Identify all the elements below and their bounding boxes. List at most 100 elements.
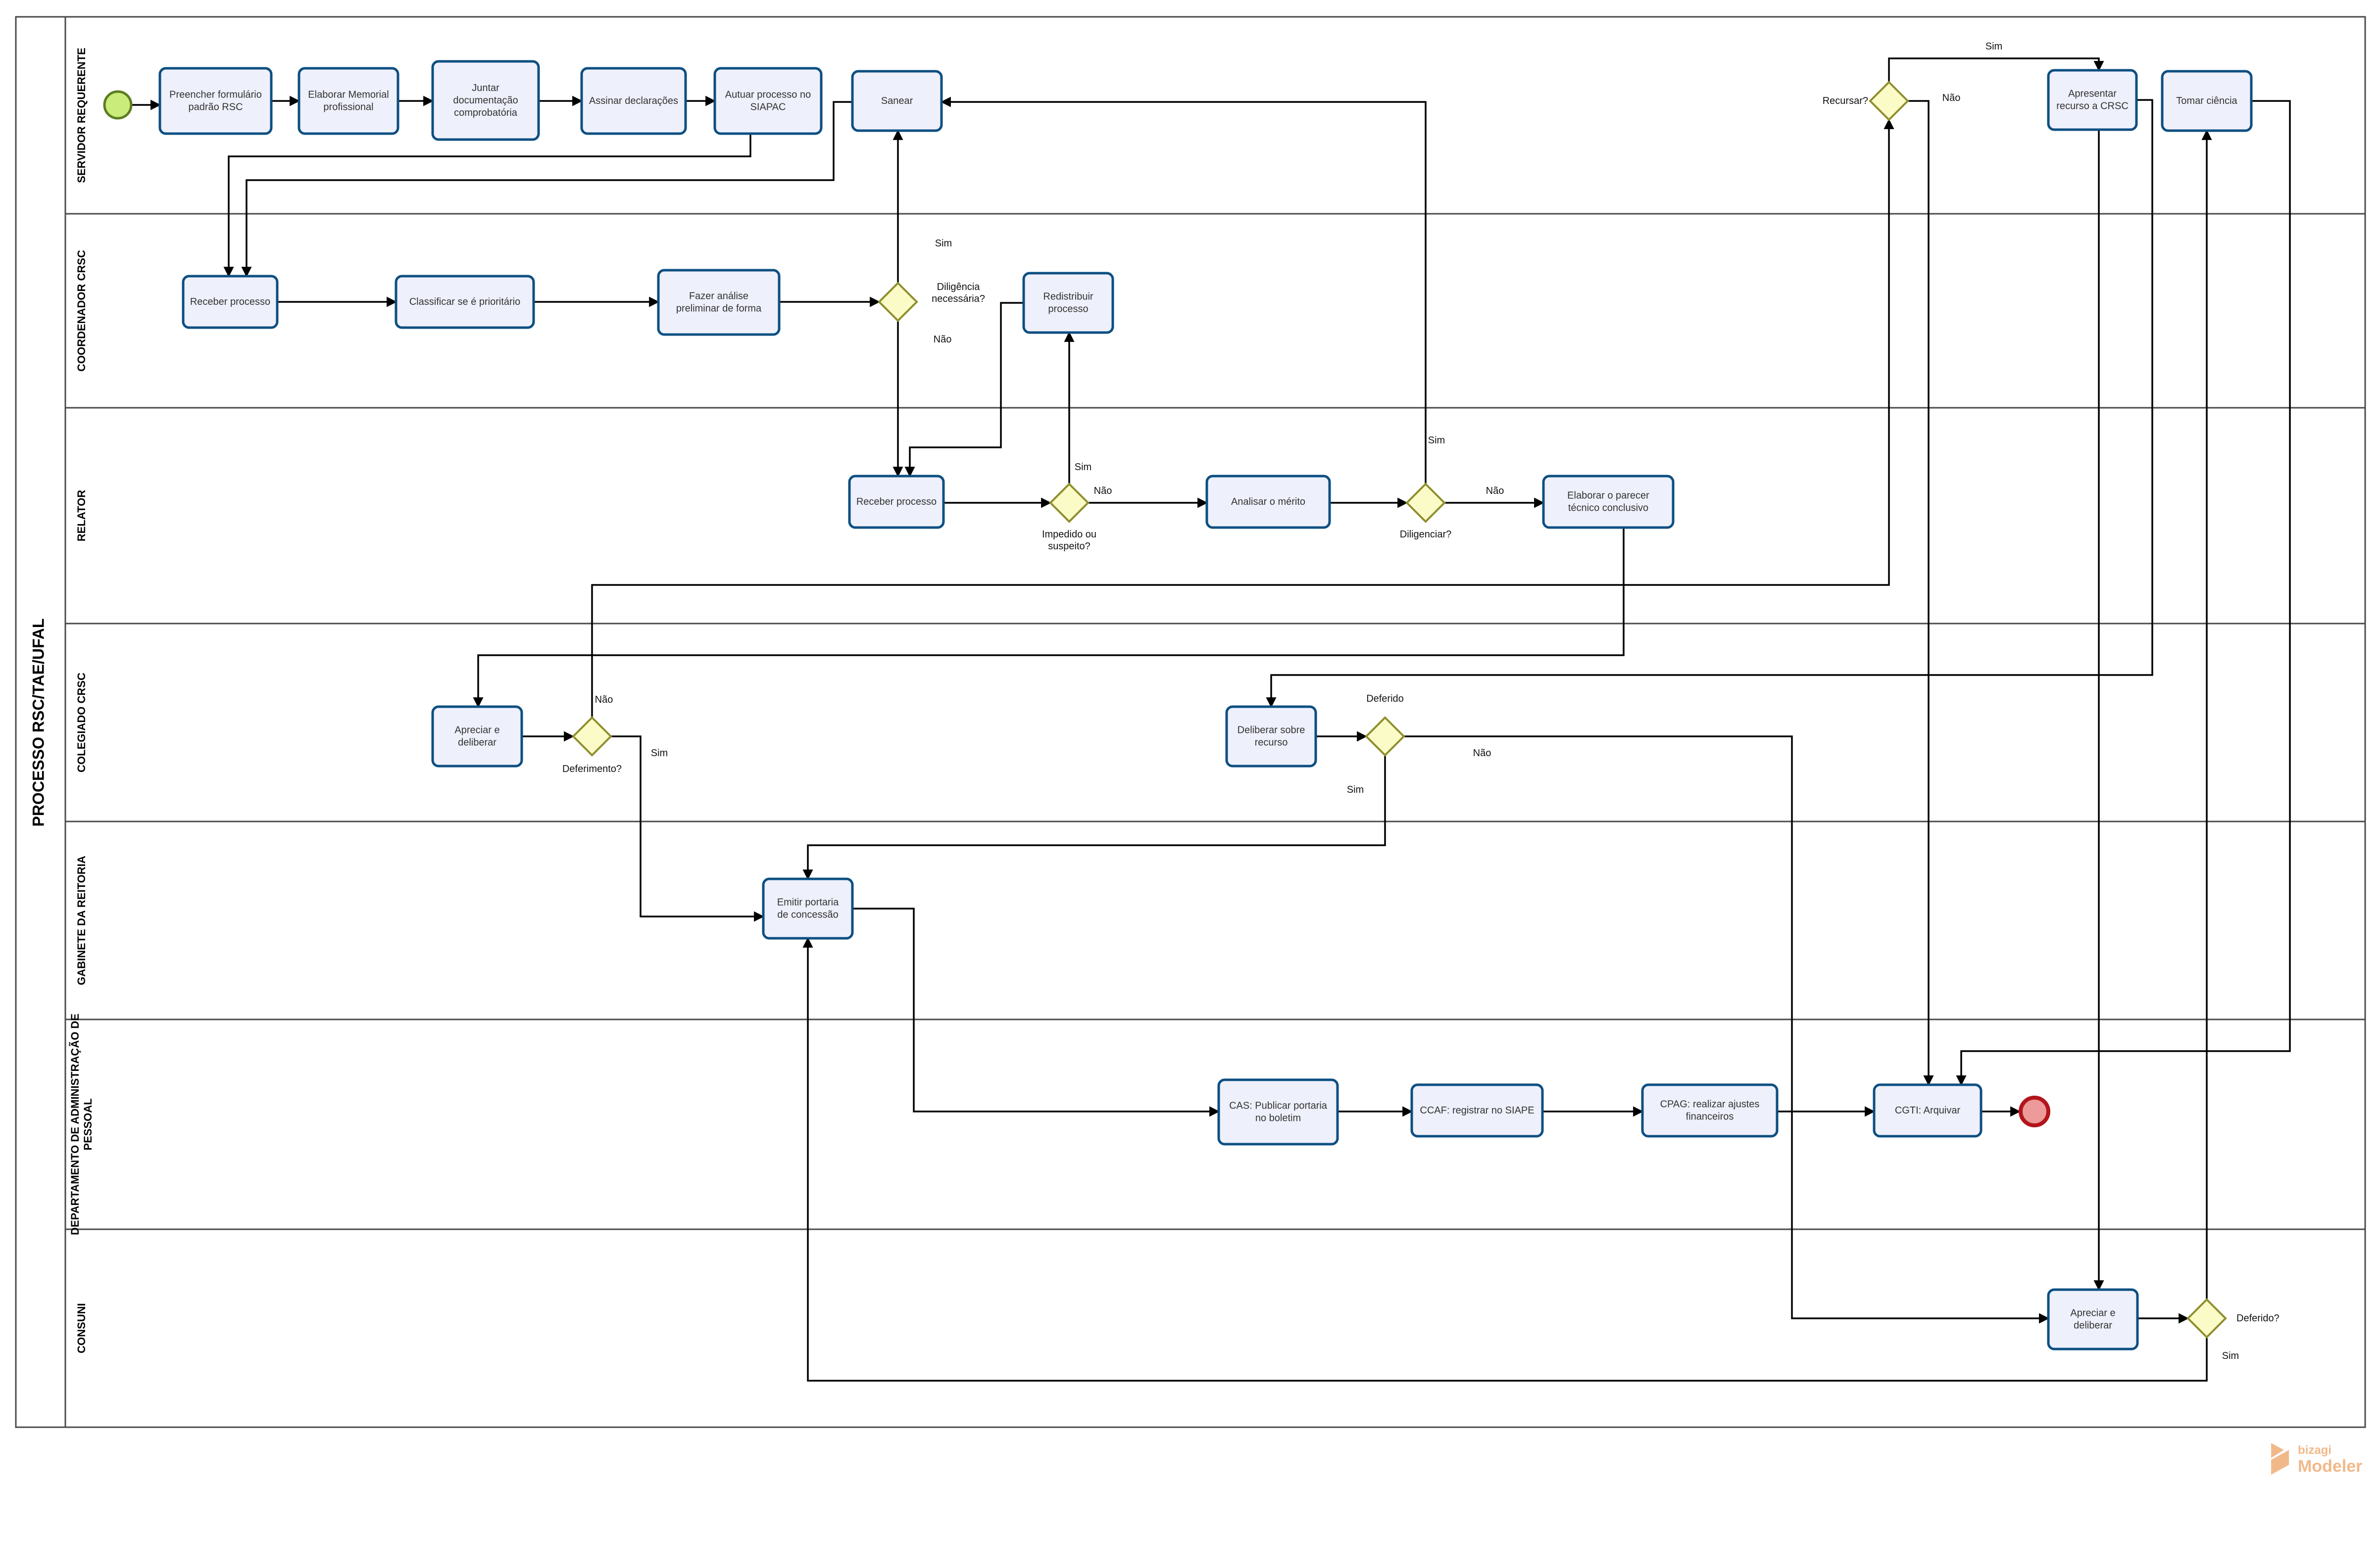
task-label: Fazer análise [689,291,748,302]
gateway-diligenciar[interactable]: Diligenciar? [1400,483,1452,540]
sequence-flow [852,908,1220,1117]
task-label: Emitir portaria [777,897,839,908]
flow-condition-imped-nao: Não [1094,485,1112,496]
gateway-diamond[interactable] [1869,81,1909,121]
sequence-flow [611,735,765,922]
flow-condition-dilig-sim: Sim [935,238,952,249]
task-label: Preencher formulário [169,90,262,100]
gateway-diamond[interactable] [572,716,612,757]
task-cgti[interactable]: CGTI: Arquivar [1873,1083,1983,1138]
task-shape[interactable] [1873,1083,1983,1138]
sequence-flow [802,937,2208,1382]
gateway-deferido-cons[interactable]: Deferido? [2186,1298,2280,1339]
lane-label-relator: RELATOR [75,490,88,541]
task-shape[interactable] [713,67,823,135]
task-shape[interactable] [431,705,523,768]
task-shape[interactable] [2047,69,2138,131]
gateway-diamond[interactable] [1049,483,1090,523]
lane-label-dap: DEPARTAMENTO DE ADMINISTRAÇÃO DEPESSOAL [69,1014,94,1235]
task-receber-rel[interactable]: Receber processo [848,475,945,529]
task-label: Deliberar sobre [1238,725,1305,736]
task-shape[interactable] [395,275,535,329]
flow-condition-defcol-nao: Não [1473,748,1491,759]
task-shape[interactable] [1225,705,1317,768]
task-shape[interactable] [580,67,687,135]
task-shape[interactable] [431,60,540,141]
gateway-recursar[interactable]: Recursar? [1823,81,1909,121]
flow-condition-dilig-nao: Não [934,334,952,345]
task-classificar[interactable]: Classificar se é prioritário [395,275,535,329]
task-shape[interactable] [1205,475,1331,529]
gateway-label: suspeito? [1048,541,1091,552]
task-label: Apreciar e [454,725,499,736]
task-label: recurso a CRSC [2056,101,2129,112]
task-shape[interactable] [848,475,945,529]
bizagi-logo-bottom: Modeler [2298,1457,2362,1476]
task-label: deliberar [458,737,496,748]
task-label: Elaborar Memorial [308,90,389,100]
sequence-flow [1908,100,1934,1086]
flow-condition-diligen-sim: Sim [1428,435,1445,446]
task-ciencia[interactable]: Tomar ciência [2161,70,2253,132]
gateway-label: Impedido ou [1042,529,1096,540]
gateway-diamond[interactable] [1405,483,1446,523]
gateway-diamond[interactable] [1365,716,1405,757]
gateway-label: necessária? [932,293,985,304]
task-label: CCAF: registrar no SIAPE [1420,1105,1534,1116]
sequence-flow [904,302,1024,478]
task-receber-coord[interactable]: Receber processo [182,275,279,329]
gateway-deferimento[interactable]: Deferimento? [562,716,622,774]
task-label: Autuar processo no [725,90,811,100]
task-shape[interactable] [182,275,279,329]
task-shape[interactable] [1542,475,1675,529]
task-ccaf[interactable]: CCAF: registrar no SIAPE [1410,1083,1544,1138]
flow-condition-imped-sim: Sim [1075,462,1091,473]
task-shape[interactable] [1022,272,1114,334]
flow-condition-recursar-sim: Sim [1985,41,2002,52]
task-shape[interactable] [2047,1288,2139,1351]
task-label: Assinar declarações [589,96,678,106]
task-label: Redistribuir [1043,291,1093,302]
task-shape[interactable] [2161,70,2253,132]
end-event[interactable] [2019,1096,2050,1127]
start-event[interactable] [103,90,133,120]
task-shape[interactable] [1217,1078,1339,1146]
flow-condition-defcol-sim: Sim [1347,784,1364,795]
task-merito[interactable]: Analisar o mérito [1205,475,1331,529]
task-label: Classificar se é prioritário [409,296,521,307]
sequence-flow [940,97,1427,484]
task-shape[interactable] [1410,1083,1544,1138]
task-shape[interactable] [657,269,781,336]
gateway-diamond[interactable] [2186,1298,2227,1339]
task-assinar[interactable]: Assinar declarações [580,67,687,135]
gateway-label: Deferimento? [562,764,622,774]
task-sanear[interactable]: Sanear [851,70,943,132]
task-shape[interactable] [158,67,273,135]
task-label: Analisar o mérito [1231,496,1305,507]
sequence-flow [802,755,1386,880]
task-shape[interactable] [298,67,399,135]
sequence-flows [129,57,2291,1382]
task-shape[interactable] [851,70,943,132]
gateway-deferido-col[interactable]: Deferido [1365,693,1405,757]
task-shape[interactable] [1641,1083,1779,1138]
task-shape[interactable] [762,877,854,940]
gateway-diamond[interactable] [878,282,918,322]
